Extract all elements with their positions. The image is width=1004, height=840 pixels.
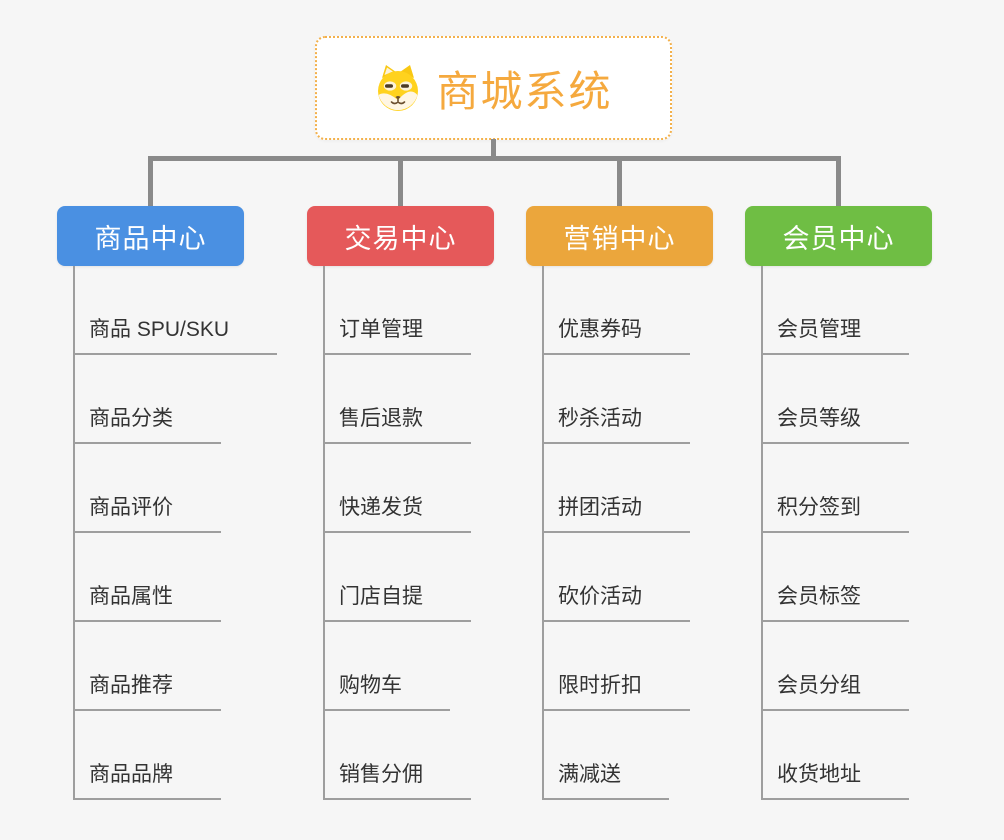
connector-drop-2 [398, 156, 403, 207]
branch-node-trade-center[interactable]: 交易中心 [307, 206, 494, 266]
branch-children-trade-center: 订单管理 售后退款 快递发货 门店自提 购物车 销售分佣 [323, 266, 560, 800]
leaf-node[interactable]: 会员标签 [763, 582, 909, 622]
branch-node-marketing-center[interactable]: 营销中心 [526, 206, 713, 266]
connector-root-stub [491, 139, 496, 158]
leaf-node[interactable]: 积分签到 [763, 493, 909, 533]
leaf-node[interactable]: 满减送 [544, 760, 669, 800]
leaf-node[interactable]: 会员管理 [763, 315, 909, 355]
connector-drop-3 [617, 156, 622, 207]
leaf-node[interactable]: 门店自提 [325, 582, 471, 622]
root-title: 商城系统 [436, 67, 613, 115]
leaf-node[interactable]: 商品评价 [75, 493, 221, 533]
leaf-node[interactable]: 商品品牌 [75, 760, 221, 800]
branch-children-product-center: 商品 SPU/SKU 商品分类 商品评价 商品属性 商品推荐 商品品牌 [73, 266, 310, 800]
branch-node-member-center[interactable]: 会员中心 [745, 206, 932, 266]
leaf-node[interactable]: 商品推荐 [75, 671, 221, 711]
connector-drop-1 [148, 156, 153, 207]
leaf-node[interactable]: 商品分类 [75, 404, 221, 444]
leaf-node[interactable]: 快递发货 [325, 493, 471, 533]
leaf-node[interactable]: 优惠券码 [544, 315, 690, 355]
root-node[interactable]: 商城系统 [315, 36, 672, 140]
connector-drop-4 [836, 156, 841, 207]
leaf-node[interactable]: 售后退款 [325, 404, 471, 444]
leaf-node[interactable]: 商品属性 [75, 582, 221, 622]
leaf-node[interactable]: 收货地址 [763, 760, 909, 800]
branch-children-member-center: 会员管理 会员等级 积分签到 会员标签 会员分组 收货地址 [761, 266, 998, 800]
leaf-node[interactable]: 秒杀活动 [544, 404, 690, 444]
connector-horizontal [148, 156, 841, 161]
dog-face-icon [378, 65, 419, 111]
leaf-node[interactable]: 商品 SPU/SKU [75, 315, 278, 355]
leaf-node[interactable]: 限时折扣 [544, 671, 690, 711]
leaf-node[interactable]: 砍价活动 [544, 582, 690, 622]
leaf-node[interactable]: 销售分佣 [325, 760, 471, 800]
leaf-node[interactable]: 会员分组 [763, 671, 909, 711]
leaf-node[interactable]: 拼团活动 [544, 493, 690, 533]
leaf-node[interactable]: 订单管理 [325, 315, 471, 355]
leaf-node[interactable]: 购物车 [325, 671, 450, 711]
leaf-node[interactable]: 会员等级 [763, 404, 909, 444]
branch-node-product-center[interactable]: 商品中心 [57, 206, 244, 266]
branch-children-marketing-center: 优惠券码 秒杀活动 拼团活动 砍价活动 限时折扣 满减送 [542, 266, 779, 800]
